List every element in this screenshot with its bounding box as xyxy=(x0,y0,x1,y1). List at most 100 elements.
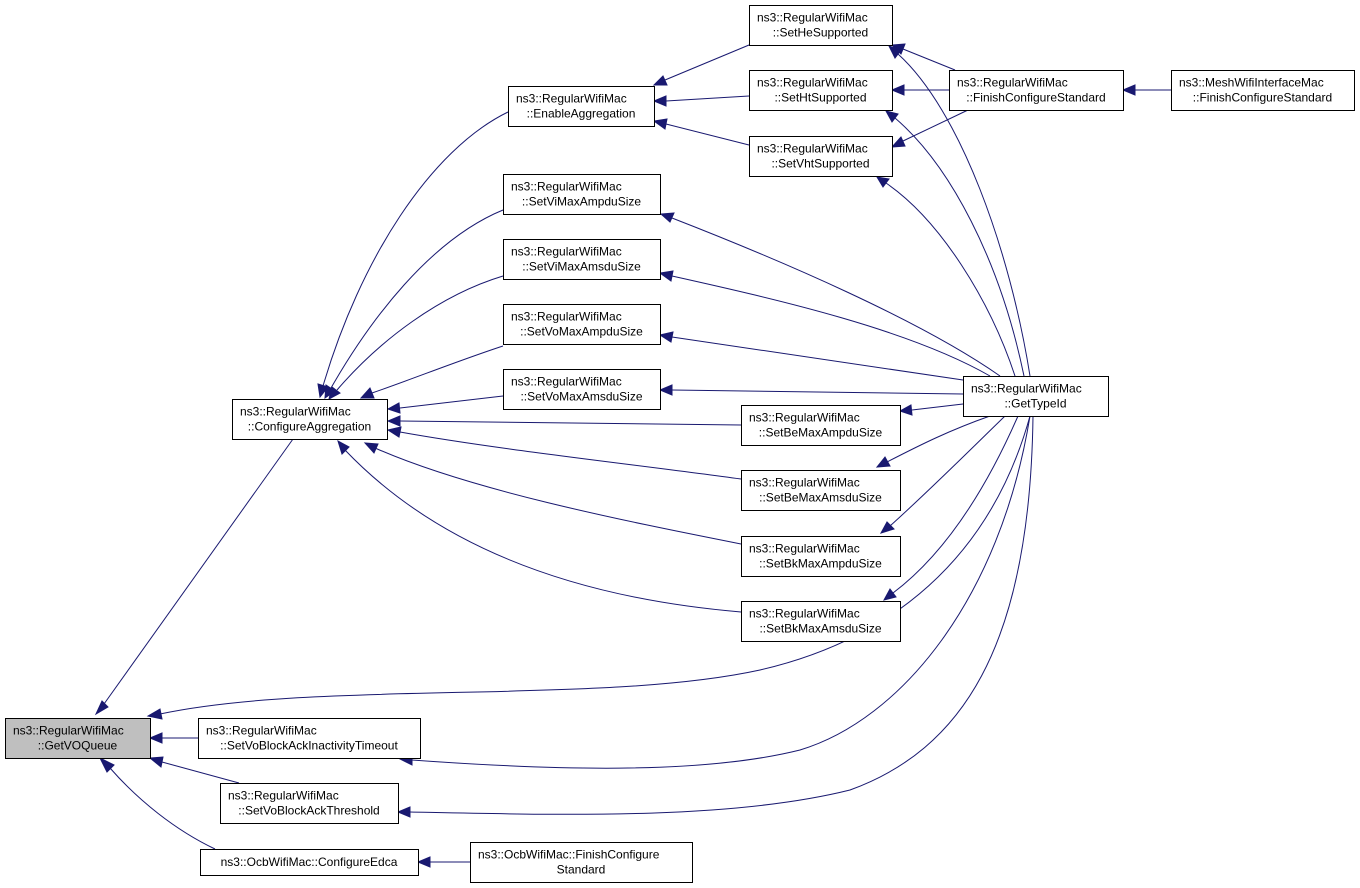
arrowhead xyxy=(883,588,897,601)
node-label-line: ::SetHtSupported xyxy=(774,91,866,105)
node-label-line: ::SetBkMaxAmsduSize xyxy=(759,622,881,636)
node-setvoblockackinactivitytimeout[interactable]: ns3::RegularWifiMac::SetVoBlockAckInacti… xyxy=(198,718,421,759)
node-box xyxy=(749,70,893,111)
arrowhead xyxy=(876,176,890,188)
edge-ocbfinishconfigurestandard-to-ocbconfigureedca xyxy=(416,856,470,868)
edge-gettypeid-to-setbkmaxampdusize xyxy=(879,415,1006,534)
edge-line xyxy=(897,53,1031,377)
arrowhead xyxy=(890,136,906,148)
node-label-line: ::FinishConfigureStandard xyxy=(966,91,1105,105)
node-box xyxy=(503,174,661,215)
edge-line xyxy=(330,209,504,389)
arrowhead xyxy=(359,387,375,399)
edge-line xyxy=(889,415,1006,527)
node-setvomaxamsdusize[interactable]: ns3::RegularWifiMac::SetVoMaxAmsduSize xyxy=(503,369,661,410)
node-setvhtsupported[interactable]: ns3::RegularWifiMac::SetVhtSupported xyxy=(749,136,893,177)
node-setvoblockackthreshold[interactable]: ns3::RegularWifiMac::SetVoBlockAckThresh… xyxy=(220,783,399,824)
edge-setvimaxampdusize-to-configureaggregation xyxy=(324,209,504,400)
node-setvomaxampdusize[interactable]: ns3::RegularWifiMac::SetVoMaxAmpduSize xyxy=(503,304,661,345)
node-box xyxy=(963,376,1109,417)
edge-line xyxy=(886,415,991,463)
node-setvimaxamsdusize[interactable]: ns3::RegularWifiMac::SetViMaxAmsduSize xyxy=(503,239,661,280)
node-label-line: ::SetBkMaxAmpduSize xyxy=(759,557,882,571)
node-box xyxy=(232,399,388,440)
edge-setvomaxampdusize-to-configureaggregation xyxy=(359,345,504,399)
edge-gettypeid-to-setbemaxamsdusize xyxy=(875,415,991,468)
edge-line xyxy=(161,761,240,784)
node-label-line: ns3::RegularWifiMac xyxy=(511,310,622,324)
node-setbkmaxamsdusize[interactable]: ns3::RegularWifiMac::SetBkMaxAmsduSize xyxy=(741,601,901,642)
edge-line xyxy=(411,415,1031,769)
node-ocbfinishconfigurestandard[interactable]: ns3::OcbWifiMac::FinishConfigureStandard xyxy=(470,842,693,883)
arrowhead xyxy=(94,700,109,716)
edge-line xyxy=(902,48,956,71)
node-setbemaxampdusize[interactable]: ns3::RegularWifiMac::SetBeMaxAmpduSize xyxy=(741,405,901,446)
node-enableaggregation[interactable]: ns3::RegularWifiMac::EnableAggregation xyxy=(508,86,655,127)
edge-gettypeid-to-setvomaxamsdusize xyxy=(658,384,964,396)
node-label-line: ns3::RegularWifiMac xyxy=(971,382,1082,396)
edge-line xyxy=(665,95,750,102)
arrowhead xyxy=(146,708,163,720)
edge-gettypeid-to-setbemaxampdusize xyxy=(898,403,964,416)
edge-setvimaxamsdusize-to-configureaggregation xyxy=(328,275,504,400)
node-label-line: ns3::OcbWifiMac::FinishConfigure xyxy=(478,848,660,862)
edge-sethesupported-to-enableaggregation xyxy=(652,44,750,86)
node-label-line: ::ConfigureAggregation xyxy=(248,420,371,434)
edge-meshfinishconfigurestandard-to-finishconfigurestandard xyxy=(1121,84,1171,96)
edge-line xyxy=(109,767,216,850)
edge-line xyxy=(671,217,1001,377)
edge-gettypeid-to-getvoqueue xyxy=(146,415,1031,720)
node-box xyxy=(1171,70,1355,111)
arrowhead xyxy=(652,75,668,86)
edge-line xyxy=(664,44,750,81)
node-label-line: ::SetViMaxAmsduSize xyxy=(522,260,641,274)
arrowhead xyxy=(652,118,668,130)
node-label-line: ns3::RegularWifiMac xyxy=(757,142,868,156)
node-setbkmaxampdusize[interactable]: ns3::RegularWifiMac::SetBkMaxAmpduSize xyxy=(741,536,901,577)
node-label-line: ns3::RegularWifiMac xyxy=(13,724,124,738)
edge-setvoblockackinactivitytimeout-to-getvoqueue xyxy=(148,732,198,744)
edge-setbemaxampdusize-to-configureaggregation xyxy=(386,415,742,427)
node-meshfinishconfigurestandard[interactable]: ns3::MeshWifiInterfaceMac::FinishConfigu… xyxy=(1171,70,1355,111)
node-label-line: ns3::MeshWifiInterfaceMac xyxy=(1179,76,1324,90)
edge-setbkmaxamsdusize-to-configureaggregation xyxy=(337,439,742,613)
edge-setvhtsupported-to-enableaggregation xyxy=(652,118,750,146)
node-label-line: ::EnableAggregation xyxy=(527,107,636,121)
node-box xyxy=(741,470,901,511)
edge-line xyxy=(399,395,504,409)
node-setvimaxampdusize[interactable]: ns3::RegularWifiMac::SetViMaxAmpduSize xyxy=(503,174,661,215)
nodes-layer: ns3::RegularWifiMac::GetVOQueuens3::Regu… xyxy=(5,5,1355,883)
edge-ocbconfigureedca-to-getvoqueue xyxy=(98,756,216,850)
arrowhead xyxy=(386,426,402,438)
node-label-line: ::SetVhtSupported xyxy=(771,157,869,171)
node-sethesupported[interactable]: ns3::RegularWifiMac::SetHeSupported xyxy=(749,5,893,46)
node-sethtsupported[interactable]: ns3::RegularWifiMac::SetHtSupported xyxy=(749,70,893,111)
arrowhead xyxy=(890,84,905,96)
node-label-line: ::FinishConfigureStandard xyxy=(1193,91,1332,105)
edge-line xyxy=(159,415,1031,715)
node-label-line: ns3::OcbWifiMac::ConfigureEdca xyxy=(221,855,398,869)
node-label-line: ns3::RegularWifiMac xyxy=(749,411,860,425)
node-gettypeid[interactable]: ns3::RegularWifiMac::GetTypeId xyxy=(963,376,1109,417)
node-label-line: ::SetVoBlockAckInactivityTimeout xyxy=(220,739,398,753)
node-label-line: ns3::RegularWifiMac xyxy=(228,789,339,803)
node-configureaggregation[interactable]: ns3::RegularWifiMac::ConfigureAggregatio… xyxy=(232,399,388,440)
node-label-line: ns3::RegularWifiMac xyxy=(516,92,627,106)
node-setbemaxamsdusize[interactable]: ns3::RegularWifiMac::SetBeMaxAmsduSize xyxy=(741,470,901,511)
arrowhead xyxy=(1121,84,1136,96)
edge-line xyxy=(374,447,742,545)
node-box xyxy=(470,842,693,883)
node-box xyxy=(508,86,655,127)
arrowhead xyxy=(658,331,674,343)
node-label-line: ::SetBeMaxAmsduSize xyxy=(759,491,882,505)
edge-gettypeid-to-setvoblockackthreshold xyxy=(396,415,1034,818)
edge-gettypeid-to-setvimaxampdusize xyxy=(659,212,1001,377)
edges-layer xyxy=(94,43,1171,868)
edge-gettypeid-to-sethtsupported xyxy=(885,110,1025,377)
node-label-line: ns3::RegularWifiMac xyxy=(957,76,1068,90)
edge-line xyxy=(322,111,509,387)
node-getvoqueue[interactable]: ns3::RegularWifiMac::GetVOQueue xyxy=(5,718,151,759)
node-label-line: ::GetTypeId xyxy=(1004,397,1066,411)
node-ocbconfigureedca[interactable]: ns3::OcbWifiMac::ConfigureEdca xyxy=(200,849,419,876)
node-finishconfigurestandard[interactable]: ns3::RegularWifiMac::FinishConfigureStan… xyxy=(949,70,1124,111)
